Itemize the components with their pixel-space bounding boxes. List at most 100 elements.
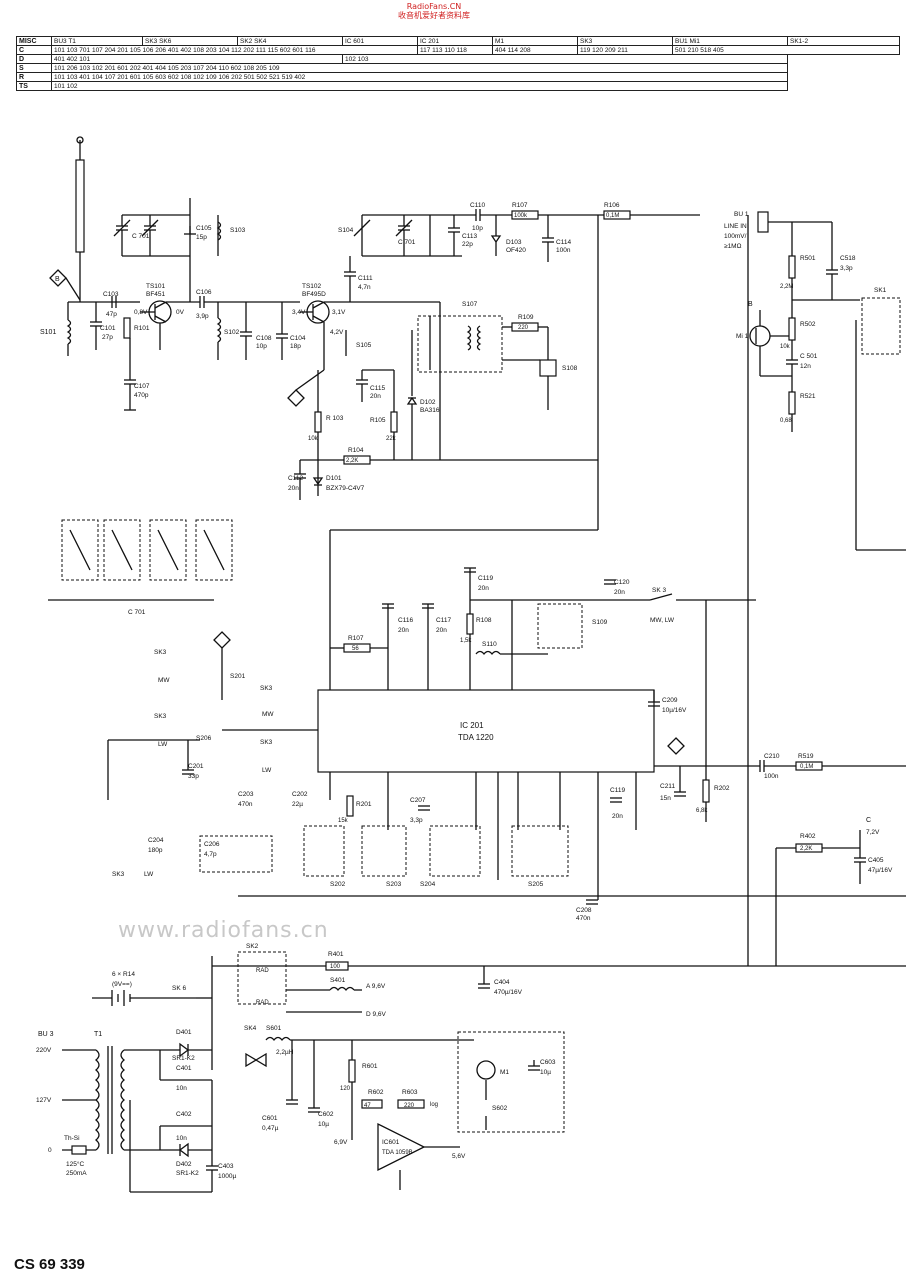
label-c501: C 501	[800, 353, 818, 360]
label-s202: S202	[330, 881, 346, 888]
label-line-in-level: 100mV/	[724, 233, 747, 240]
value-c518: 3,3p	[840, 265, 853, 272]
label-s201: S201	[230, 673, 246, 680]
label-log-taper: log	[430, 1102, 438, 1108]
label-r104: R104	[348, 447, 364, 454]
label-lw-2: LW	[262, 767, 272, 774]
line-in-socket	[757, 211, 769, 233]
value-c101: 27p	[102, 334, 113, 341]
value-l601: 2,2µH	[276, 1049, 294, 1056]
label-c601: C601	[262, 1115, 278, 1122]
value-r108: 1,5k	[460, 638, 472, 644]
label-r601: R601	[362, 1063, 378, 1070]
label-r603: R603	[402, 1089, 418, 1096]
label-c405: C405	[868, 857, 884, 864]
coil-s101	[66, 302, 72, 356]
xref-cell: 101 102	[51, 81, 788, 91]
xref-row-c: C 101 103 701 107 204 201 105 106 206 40…	[16, 45, 900, 55]
value-c108: 10p	[256, 343, 267, 350]
label-battery: 6 × R14	[112, 971, 135, 978]
label-line-in-impedance: ≥1MΩ	[724, 243, 742, 250]
voltage-31v: 3,1V	[332, 309, 346, 316]
label-c602: C602	[318, 1111, 334, 1118]
label-s204: S204	[420, 881, 436, 888]
label-s101: S101	[40, 329, 56, 336]
label-m1: M1	[500, 1069, 509, 1076]
value-c204: 180p	[148, 847, 163, 854]
value-c208: 470n	[576, 915, 591, 922]
label-ic201: IC 201	[460, 721, 484, 730]
label-c404: C404	[494, 979, 510, 986]
label-sk3-1: SK3	[154, 649, 167, 656]
label-b-mic: B	[748, 301, 753, 308]
label-lw-3: LW	[144, 871, 154, 878]
label-r103: R 103	[326, 415, 344, 422]
label-bu1: BU 1	[734, 211, 749, 218]
label-s203: S203	[386, 881, 402, 888]
value-r402: 2,2K	[800, 846, 812, 852]
label-s110: S110	[482, 641, 497, 648]
label-c701-gang: C 701	[128, 609, 146, 616]
label-r521: R521	[800, 393, 816, 400]
voltage-34v: 3,4V	[292, 309, 306, 316]
label-sk6: SK 6	[172, 985, 186, 992]
label-c113: C113	[462, 233, 477, 240]
label-r502: R502	[800, 321, 816, 328]
voltage-0v: 0V	[176, 309, 185, 316]
label-sk3-3: SK3	[260, 685, 273, 692]
label-r202: R202	[714, 785, 730, 792]
type-ic201: TDA 1220	[458, 733, 494, 742]
value-c117: 20n	[436, 627, 447, 634]
value-c103: 47p	[106, 311, 117, 318]
value-battery: (9V==)	[112, 981, 132, 988]
value-c203: 470n	[238, 801, 253, 808]
label-mw-2: MW	[262, 711, 274, 718]
label-r107-ic: R107	[348, 635, 364, 642]
value-c401: 10n	[176, 1085, 187, 1092]
label-sr1k2-bottom: SR1-K2	[176, 1170, 199, 1177]
value-r601: 120	[340, 1086, 351, 1092]
label-r602: R602	[368, 1089, 384, 1096]
voltage-69v: 6,9V	[334, 1139, 348, 1146]
type-ic601: TDA 1059B	[382, 1150, 413, 1156]
switch-sk2[interactable]	[237, 951, 287, 1005]
value-c602: 10µ	[318, 1121, 329, 1128]
value-r105: 22k	[386, 436, 397, 442]
value-r201: 15k	[338, 818, 349, 824]
label-sk3-mwlw: SK 3	[652, 587, 666, 594]
label-bu3: BU 3	[38, 1031, 54, 1038]
label-c202: C202	[292, 791, 308, 798]
value-c105: 15p	[196, 234, 207, 241]
switch-sk1[interactable]	[861, 297, 901, 355]
value-c115: 20n	[370, 393, 381, 400]
label-c107: C107	[134, 383, 150, 390]
label-sk4: SK4	[244, 1025, 257, 1032]
watermark-mid: www.radiofans.cn	[118, 918, 329, 943]
value-c104: 18p	[290, 343, 301, 350]
label-c210: C210	[764, 753, 780, 760]
label-s105: S105	[356, 342, 372, 349]
transistor-ts102	[300, 300, 330, 370]
label-rad-1: RAD	[256, 968, 269, 974]
play-icon-1	[245, 1052, 258, 1068]
node-1-marker	[667, 737, 685, 755]
value-c501: 12n	[800, 363, 811, 370]
value-fuse-temp: 125°C	[66, 1160, 84, 1168]
label-ic601: IC601	[382, 1139, 400, 1146]
label-s107: S107	[462, 301, 478, 308]
label-sr1k2-top: SR1-K2	[172, 1055, 195, 1062]
label-t1: T1	[94, 1031, 102, 1038]
label-c108: C108	[256, 335, 272, 342]
value-c106: 3,9p	[196, 313, 209, 320]
label-mw-lw: MW, LW	[650, 617, 675, 624]
label-line-in: LINE IN	[724, 223, 747, 230]
watermark-top-line1: RadioFans.CN	[406, 2, 462, 11]
label-ts102: TS102	[302, 283, 322, 290]
value-r104: 2,2K	[346, 458, 358, 464]
label-d401: D401	[176, 1029, 192, 1036]
label-d102: D102	[420, 399, 436, 406]
value-c209: 10µ/16V	[662, 707, 687, 714]
label-c206: C206	[204, 841, 220, 848]
label-c518: C518	[840, 255, 856, 262]
